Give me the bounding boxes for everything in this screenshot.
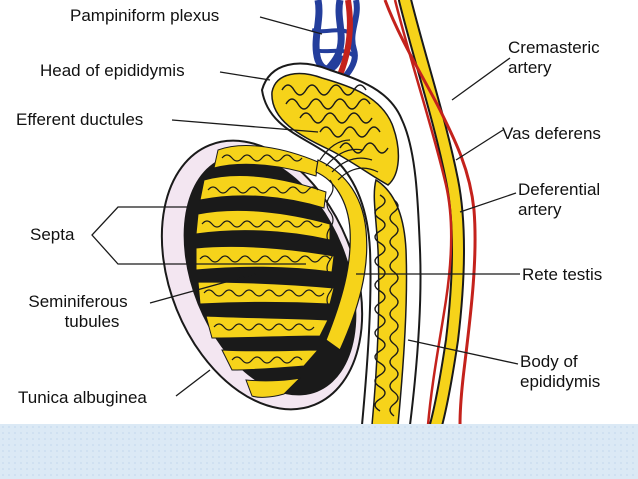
label-body-line1: Body of xyxy=(520,352,578,371)
label-efferent-ductules: Efferent ductules xyxy=(16,110,144,129)
deferential-artery xyxy=(393,0,453,426)
bottom-band-texture xyxy=(0,424,638,479)
label-deferential-line1: Deferential xyxy=(518,180,601,199)
label-seminiferous-tubules: Seminiferous tubules xyxy=(18,292,138,332)
label-vas-deferens: Vas deferens xyxy=(502,124,601,143)
label-deferential-line2: artery xyxy=(518,200,562,219)
label-cremasteric-line1: Cremasteric xyxy=(508,38,600,57)
leader-tunica xyxy=(175,369,211,397)
leader-seminiferous xyxy=(149,271,263,304)
leader-efferent xyxy=(171,119,319,133)
label-rete-testis: Rete testis xyxy=(522,265,603,284)
rete-testis xyxy=(315,159,368,351)
head-of-epididymis xyxy=(271,72,400,186)
vas-deferens-fill xyxy=(400,0,464,430)
label-cremasteric-artery: Cremasteric artery xyxy=(508,38,600,78)
label-tunica-albuginea: Tunica albuginea xyxy=(18,388,147,407)
label-body-line2: epididymis xyxy=(520,372,601,391)
leader-septa xyxy=(91,206,308,265)
leader-deferential xyxy=(459,192,517,213)
label-deferential-artery: Deferential artery xyxy=(518,180,600,220)
label-seminiferous-line1: Seminiferous xyxy=(28,292,128,311)
leader-pampiniform xyxy=(259,16,323,35)
label-pampiniform-plexus: Pampiniform plexus xyxy=(70,6,220,25)
label-cremasteric-line2: artery xyxy=(508,58,552,77)
seminiferous-tubules xyxy=(195,145,335,398)
label-seminiferous-line2: tubules xyxy=(64,312,120,331)
efferent-ductules xyxy=(319,139,379,181)
label-head-of-epididymis: Head of epididymis xyxy=(40,61,185,80)
label-septa: Septa xyxy=(30,225,75,244)
body-of-epididymis xyxy=(371,178,408,426)
leader-body-epididymis xyxy=(407,339,519,365)
leader-head-epididymis xyxy=(219,71,271,81)
cremasteric-artery xyxy=(383,0,477,426)
label-body-of-epididymis: Body of epididymis xyxy=(520,352,600,392)
leader-cremasteric xyxy=(451,57,511,101)
leader-vas xyxy=(455,129,504,161)
